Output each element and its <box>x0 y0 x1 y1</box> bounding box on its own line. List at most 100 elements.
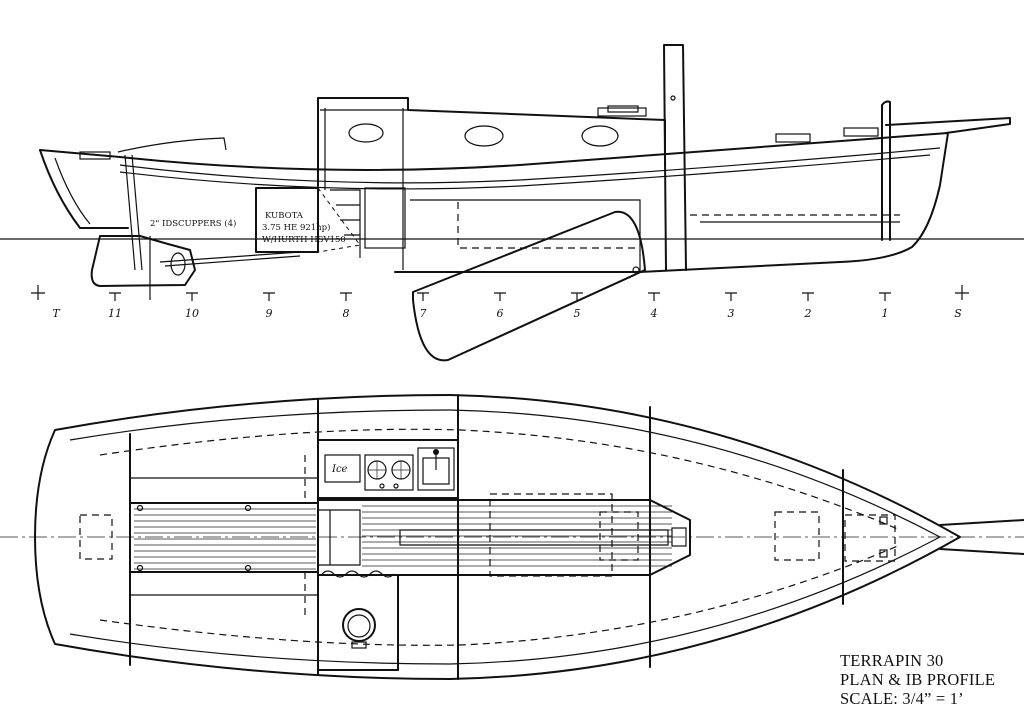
stove-burner-cross <box>368 461 410 479</box>
profile-companionway <box>324 108 404 270</box>
stove <box>364 454 414 491</box>
profile-view: 2" IDSCUPPERS (4) KUBOTA 3.75 HE 921hp) … <box>0 44 1024 362</box>
portlight-icon <box>464 125 504 147</box>
mid-cleat <box>607 105 639 113</box>
profile-deck-line <box>119 147 941 184</box>
plan-forward-hatch-dashed <box>774 511 820 561</box>
cockpit-grating <box>134 508 316 570</box>
scupper-icon <box>244 504 252 512</box>
plan-chain-locker-dashed <box>844 514 896 562</box>
station-label: 4 <box>650 307 658 320</box>
station-label: S <box>954 307 962 320</box>
title-line2: PLAN & IB PROFILE <box>840 670 996 689</box>
station-label: 8 <box>343 307 350 320</box>
plan-cockpit <box>129 502 319 573</box>
profile-rudder <box>90 235 196 287</box>
station-tick <box>340 292 352 301</box>
station-label: 7 <box>420 307 427 320</box>
plan-galley-counter <box>317 439 459 499</box>
plan-companion-steps <box>318 509 361 566</box>
portlight-icon <box>581 125 619 147</box>
portlight-icon <box>348 123 384 143</box>
bitt-icon <box>879 549 888 558</box>
profile-centerboard <box>412 210 646 362</box>
profile-companion-ladder <box>330 189 361 258</box>
profile-transom-inner <box>54 157 91 225</box>
scupper-icon <box>244 564 252 572</box>
station-label: 9 <box>266 307 273 320</box>
profile-cockpit-bulkhead <box>124 154 143 271</box>
toilet-bowl <box>347 614 371 638</box>
engine-note-line3: W/HURTH HSV150 <box>262 235 346 245</box>
profile-engine-dashed <box>317 187 361 253</box>
station-label: 11 <box>108 307 122 320</box>
bitt-icon <box>879 516 888 525</box>
fore-cleat <box>775 133 811 143</box>
plan-deck-edge <box>69 409 942 665</box>
profile-prop-shaft <box>159 251 301 267</box>
engine-note-line1: KUBOTA <box>265 211 304 221</box>
stove-knob-icon <box>379 483 385 489</box>
plan-mast-partner-dashed <box>599 511 639 561</box>
plan-view: Ice <box>0 394 1024 680</box>
station-label: 2 <box>804 307 812 320</box>
plan-dinette-dashed <box>489 493 613 577</box>
plan-lazarette-hatch <box>79 514 113 560</box>
station-cross-icon <box>955 285 969 300</box>
station-tick <box>648 292 660 301</box>
head-curtain <box>321 570 395 578</box>
station-tick <box>571 292 583 301</box>
sole-grating <box>362 505 672 567</box>
icebox-label: Ice <box>331 464 348 475</box>
station-label: 10 <box>185 307 199 320</box>
faucet-icon <box>433 449 439 455</box>
plan-side-deck-dashed-lower <box>99 544 901 646</box>
station-label: 5 <box>574 307 581 320</box>
station-tick <box>879 292 891 301</box>
profile-deck-line-inner <box>119 154 931 190</box>
plan-cabin-sole <box>317 499 691 576</box>
plan-centerboard-trunk <box>399 529 669 546</box>
scuppers-note: 2" IDSCUPPERS (4) <box>150 218 236 229</box>
profile-hull-outline <box>39 132 949 273</box>
station-tick <box>109 292 121 301</box>
plan-side-deck-dashed <box>99 428 901 531</box>
profile-berth-dashed <box>457 202 640 249</box>
profile-samson-post <box>881 100 891 241</box>
centerboard-pivot-icon <box>632 266 640 274</box>
title-block: TERRAPIN 30 PLAN & IB PROFILE SCALE: 3/4… <box>840 651 1020 708</box>
profile-mast <box>663 44 687 271</box>
title-line3: SCALE: 3/4” = 1’ <box>840 689 964 708</box>
station-tick <box>725 292 737 301</box>
profile-transom <box>39 149 129 229</box>
icebox <box>324 454 361 483</box>
title-line1: TERRAPIN 30 <box>840 651 944 670</box>
profile-galley <box>364 187 406 249</box>
plan-bowsprit <box>939 519 1024 555</box>
aft-cleat <box>79 151 111 160</box>
bow-cleat <box>843 127 879 137</box>
station-tick <box>186 292 198 301</box>
profile-hatch <box>597 107 647 117</box>
station-label: 1 <box>882 307 889 320</box>
station-tick <box>417 292 429 301</box>
station-label: 3 <box>728 307 735 320</box>
mast-sheave-icon <box>670 95 676 101</box>
plan-hull-outline <box>34 394 961 680</box>
scupper-icon <box>136 504 144 512</box>
propeller-icon <box>170 252 186 276</box>
station-cross-icon <box>31 285 45 300</box>
profile-bowsprit <box>885 117 1011 134</box>
stove-knob-icon <box>393 483 399 489</box>
sink <box>417 447 455 491</box>
toilet-icon <box>342 608 376 642</box>
station-label: 6 <box>497 307 504 320</box>
station-label: T <box>52 307 61 320</box>
station-markers: T 11 10 9 8 7 6 5 4 3 2 1 S <box>31 285 969 320</box>
station-tick <box>802 292 814 301</box>
scupper-icon <box>136 564 144 572</box>
station-tick <box>263 292 275 301</box>
station-tick <box>494 292 506 301</box>
toilet-tank <box>351 641 367 649</box>
